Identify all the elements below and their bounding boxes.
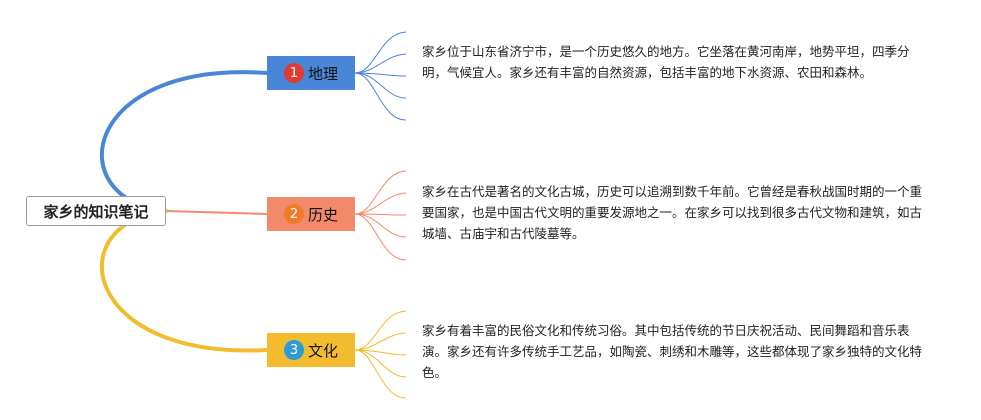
root-to-geography-link [99,70,269,213]
branch-number-badge: 2 [283,204,304,224]
branch-history[interactable]: 2 历史 [267,197,355,231]
root-topic-label: 家乡的知识笔记 [43,202,149,221]
geography-fan-lines [354,31,407,121]
root-to-culture-link [99,209,269,353]
branch-label: 历史 [307,205,338,224]
branch-number-badge: 3 [283,340,304,360]
branch-geography[interactable]: 1 地理 [267,56,355,90]
history-fan-lines [354,170,407,261]
culture-note: 家乡有着丰富的民俗文化和传统习俗。其中包括传统的节日庆祝活动、民间舞蹈和音乐表演… [422,323,923,380]
branch-label: 文化 [307,341,338,360]
culture-fan-lines [354,310,407,399]
root-topic[interactable]: 家乡的知识笔记 [26,196,166,226]
geography-note: 家乡位于山东省济宁市，是一个历史悠久的地方。它坐落在黄河南岸，地势平坦，四季分明… [422,44,910,80]
history-note: 家乡在古代是著名的文化古城，历史可以追溯到数千年前。它曾经是春秋战国时期的一个重… [422,184,923,241]
branch-label: 地理 [307,64,338,83]
root-to-history-link [165,210,268,215]
branch-number-badge: 1 [283,63,304,83]
branch-culture[interactable]: 3 文化 [267,333,355,367]
